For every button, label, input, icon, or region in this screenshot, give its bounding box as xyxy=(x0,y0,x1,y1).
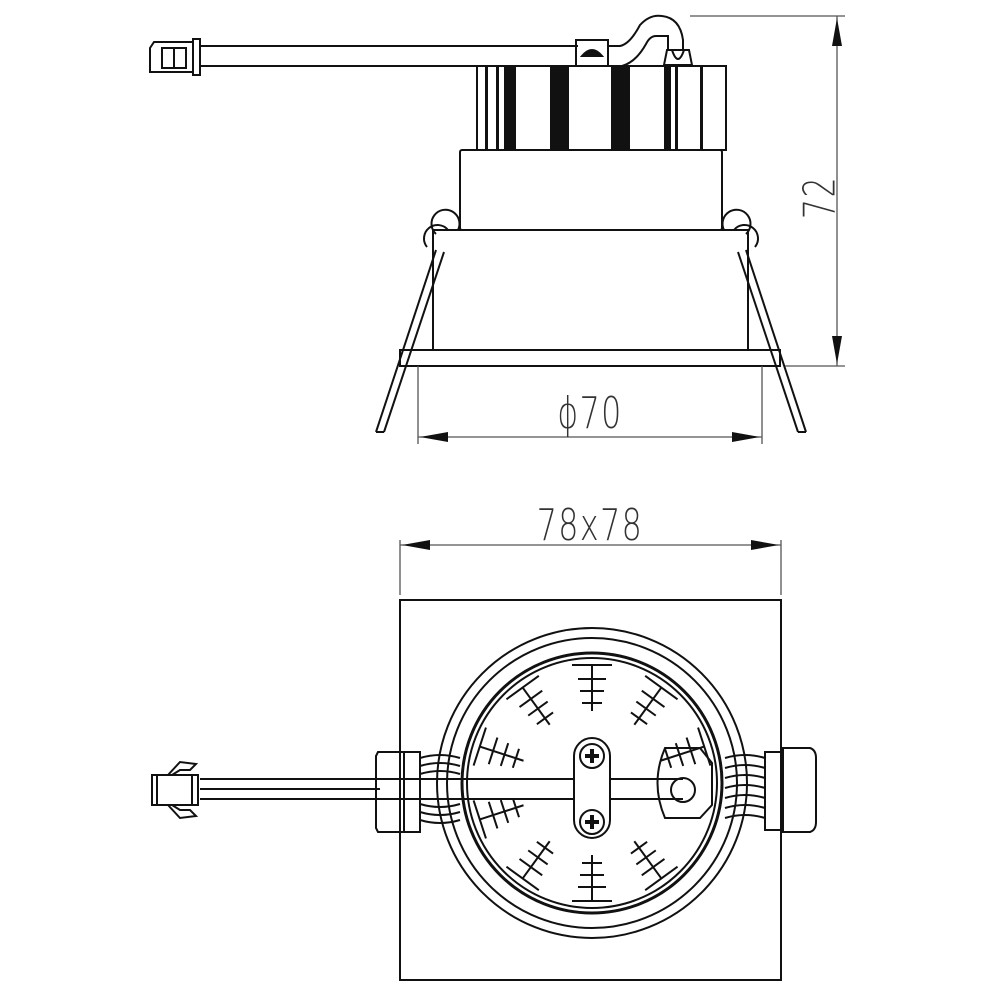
dimension-square xyxy=(399,540,782,595)
cable-clamp xyxy=(573,737,611,839)
heatsink-fins xyxy=(485,66,703,150)
spring-clip-right-top xyxy=(724,747,817,833)
side-view xyxy=(149,14,807,433)
diameter-dimension-label: ϕ70 xyxy=(557,388,623,439)
top-view xyxy=(151,599,817,981)
height-dimension-label: 72 xyxy=(794,175,846,220)
cable-connector-top xyxy=(151,760,199,820)
cable-connector-side xyxy=(149,38,201,76)
spring-clip-left-top xyxy=(375,751,461,833)
dimension-height xyxy=(690,15,845,367)
spring-clip-right xyxy=(721,208,807,433)
spring-clip-left xyxy=(375,208,461,433)
square-trim-dimension-label: 78x78 xyxy=(536,500,644,551)
dimension-diameter xyxy=(417,366,763,444)
